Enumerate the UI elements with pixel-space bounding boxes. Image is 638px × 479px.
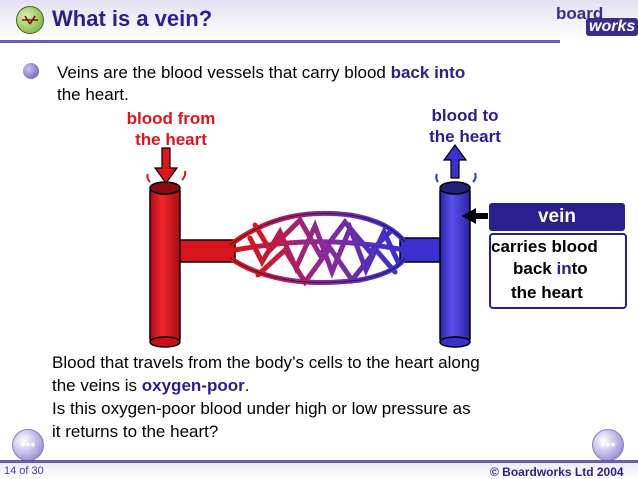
callout-line2-a: back (513, 259, 557, 278)
callout-line2-c: to (571, 259, 588, 278)
callout-box: carries blood back into the heart (489, 233, 627, 309)
body-text: Blood that travels from the body’s cells… (52, 351, 592, 443)
label-to-line1: blood to (431, 106, 499, 125)
arrow-down-icon (153, 147, 179, 185)
callout-line1: carries blood (491, 237, 598, 256)
body-line2-highlight: oxygen-poor (141, 376, 245, 395)
label-to-line2: the heart (429, 127, 501, 146)
next-dots-icon: ••• (600, 436, 616, 452)
arrow-up-icon (442, 143, 468, 179)
body-line2: the veins is oxygen-poor. (52, 374, 592, 397)
header-band (0, 0, 638, 40)
capillary-network (227, 210, 408, 287)
footer-divider (0, 460, 638, 463)
bullet-icon (23, 63, 39, 79)
label-from-line1: blood from (126, 109, 216, 128)
bullet-highlight: back into (390, 63, 466, 82)
label-blood-from-heart: blood from the heart (112, 108, 230, 150)
logo-word-works: works (586, 18, 638, 36)
callout-line2-b: in (556, 259, 572, 278)
artery-opening (149, 181, 181, 195)
artery-branch (174, 239, 236, 263)
page-title: What is a vein? (52, 6, 213, 31)
pointer-arrow-icon (462, 208, 488, 224)
callout-line2: back into (513, 259, 588, 279)
vein-opening (439, 181, 471, 195)
callout-line3: the heart (511, 283, 583, 302)
vein-tube (439, 187, 471, 343)
body-line3: Is this oxygen-poor blood under high or … (52, 399, 471, 418)
bullet-text-end: the heart. (57, 85, 129, 104)
boardworks-logo: board works (556, 4, 638, 48)
body-line4: it returns to the heart? (52, 422, 219, 441)
capillary-outline (229, 212, 406, 284)
next-slide-button[interactable]: ••• (592, 429, 624, 461)
slide-counter: 14 of 30 (4, 465, 44, 477)
artery-tube (149, 187, 181, 343)
body-line2-c: . (244, 376, 250, 395)
bullet-text: Veins are the blood vessels that carry b… (57, 62, 577, 106)
callout-title: vein (489, 203, 625, 231)
footer-band (0, 463, 638, 479)
body-line2-a: the veins is (52, 376, 142, 395)
copyright-notice: © Boardworks Ltd 2004 (490, 465, 624, 479)
bullet-text-part: Veins are the blood vessels that carry b… (57, 63, 391, 82)
body-line1: Blood that travels from the body’s cells… (52, 353, 480, 372)
header-divider (0, 40, 560, 43)
previous-dots-icon: ••• (20, 436, 36, 452)
label-blood-to-heart: blood to the heart (410, 105, 520, 147)
previous-slide-button[interactable]: ••• (12, 429, 44, 461)
scissors-icon (16, 6, 44, 34)
label-from-line2: the heart (135, 130, 207, 149)
